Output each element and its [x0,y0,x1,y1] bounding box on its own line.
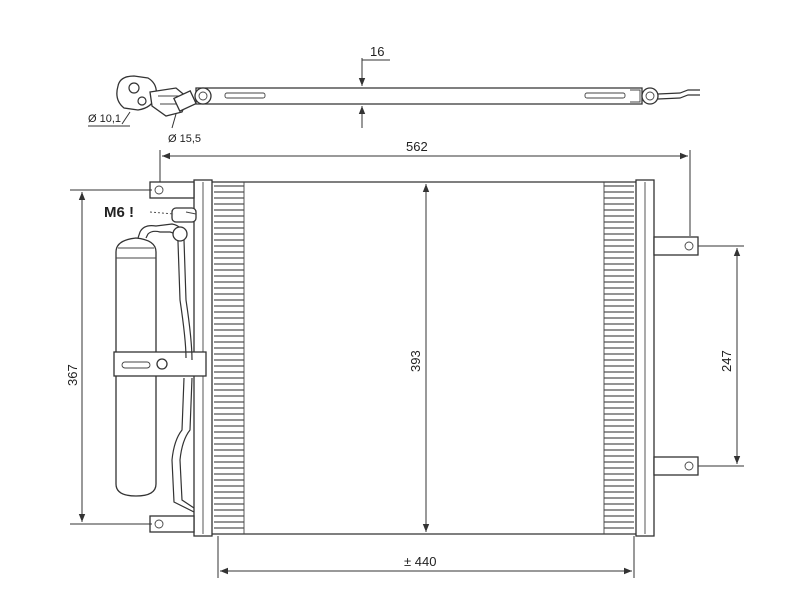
dim-pipe-height: 16 [358,44,390,128]
receiver-drier [113,207,207,513]
dim-fittings: Ø 10,1 Ø 15,5 [88,111,201,145]
fitting-large-label: Ø 15,5 [168,133,201,145]
dim-side-height-label: 367 [65,364,80,386]
top-pipe-assembly: 16 Ø 10,1 Ø 15,5 [88,44,700,145]
bracket-right-top [653,236,699,256]
dim-core-height-label: 393 [408,350,423,372]
dim-core-width: ± 440 [217,536,635,578]
thread-note: M6 ! [104,204,175,221]
bracket-left-bottom [149,515,195,533]
dim-bracket-spacing: 247 [698,245,744,467]
fin-band-right [604,185,634,529]
bracket-left-top [149,181,195,199]
condenser-core [193,179,655,537]
dim-core-height: 393 [408,184,430,532]
dim-bracket-spacing-label: 247 [719,350,734,372]
fitting-small-label: Ø 10,1 [88,113,121,125]
thread-note-label: M6 ! [104,204,134,221]
dim-core-width-label: ± 440 [404,554,436,569]
bracket-right-bottom [653,456,699,476]
dim-pipe-height-label: 16 [370,44,384,59]
pipe-fitting-block [116,75,197,117]
dim-side-height: 367 [65,189,152,525]
dim-overall-width-label: 562 [406,139,428,154]
fin-band-left [214,185,244,529]
dim-overall-width: 562 [159,139,691,236]
pipe-bar [194,87,700,105]
